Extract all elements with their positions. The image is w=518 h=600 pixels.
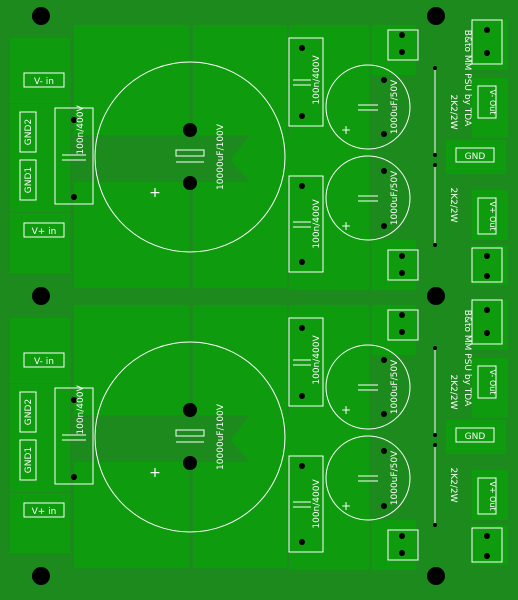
mounting-hole bbox=[32, 7, 50, 25]
v-minus-out-label: V- Out bbox=[488, 90, 497, 115]
v-minus-in-label: V- in bbox=[34, 77, 54, 87]
bottom-resistor-label: 2K2/2W bbox=[448, 187, 458, 222]
svg-text:+: + bbox=[341, 499, 351, 513]
bulk-cap-label: 10000uF/100V bbox=[216, 403, 226, 470]
top-resistor-label: 2K2/2W bbox=[448, 94, 458, 129]
v-plus-out-label: V+ Out bbox=[488, 481, 497, 510]
mounting-hole bbox=[427, 567, 445, 585]
input-cap-label: 100n/400V bbox=[76, 385, 86, 435]
mounting-hole bbox=[427, 287, 445, 305]
bulk-capacitor-outline bbox=[94, 61, 286, 253]
psu-module-bottom: V- in V+ in GND2 GND1 100n/400V + 10000u… bbox=[10, 299, 508, 570]
svg-text:+: + bbox=[341, 123, 351, 137]
bottom-film-cap-label: 100n/400V bbox=[312, 199, 322, 249]
svg-text:+: + bbox=[149, 465, 161, 481]
gnd-out-label: GND bbox=[465, 152, 486, 162]
svg-text:+: + bbox=[149, 185, 161, 201]
top-film-cap-label: 100n/400V bbox=[312, 55, 322, 105]
mounting-hole bbox=[427, 7, 445, 25]
gnd2-label: GND2 bbox=[24, 399, 34, 425]
top-elec-cap-label: 1000uF/50V bbox=[390, 359, 400, 414]
gnd1-label: GND1 bbox=[24, 447, 34, 473]
v-plus-in-label: V+ in bbox=[32, 227, 57, 237]
top-film-cap-label: 100n/400V bbox=[312, 335, 322, 385]
bulk-cap-label: 10000uF/100V bbox=[216, 123, 226, 190]
input-cap-label: 100n/400V bbox=[76, 105, 86, 155]
svg-text:+: + bbox=[341, 403, 351, 417]
v-plus-in-label: V+ in bbox=[32, 507, 57, 517]
mounting-hole bbox=[32, 567, 50, 585]
psu-module-top: V- in V+ in GND2 GND1 100n/400V + 10000u… bbox=[10, 19, 508, 290]
v-plus-out-label: V+ Out bbox=[488, 201, 497, 230]
gnd-out-label: GND bbox=[465, 432, 486, 442]
v-minus-in-label: V- in bbox=[34, 357, 54, 367]
top-elec-cap-label: 1000uF/50V bbox=[390, 79, 400, 134]
svg-text:+: + bbox=[341, 219, 351, 233]
bottom-resistor-label: 2K2/2W bbox=[448, 467, 458, 502]
mounting-hole bbox=[32, 287, 50, 305]
board-title: B&to MM PSU by TDA bbox=[462, 30, 472, 127]
v-minus-out-label: V- Out bbox=[488, 370, 497, 395]
bulk-capacitor-outline bbox=[94, 341, 286, 533]
bottom-elec-cap-label: 1000uF/50V bbox=[390, 450, 400, 505]
copper-pour bbox=[10, 20, 508, 290]
copper-pour bbox=[10, 300, 508, 570]
gnd1-label: GND1 bbox=[24, 167, 34, 193]
gnd2-label: GND2 bbox=[24, 119, 34, 145]
bottom-film-cap-label: 100n/400V bbox=[312, 479, 322, 529]
bottom-elec-cap-label: 1000uF/50V bbox=[390, 170, 400, 225]
board-title: B&to MM PSU by TDA bbox=[462, 310, 472, 407]
top-resistor-label: 2K2/2W bbox=[448, 374, 458, 409]
